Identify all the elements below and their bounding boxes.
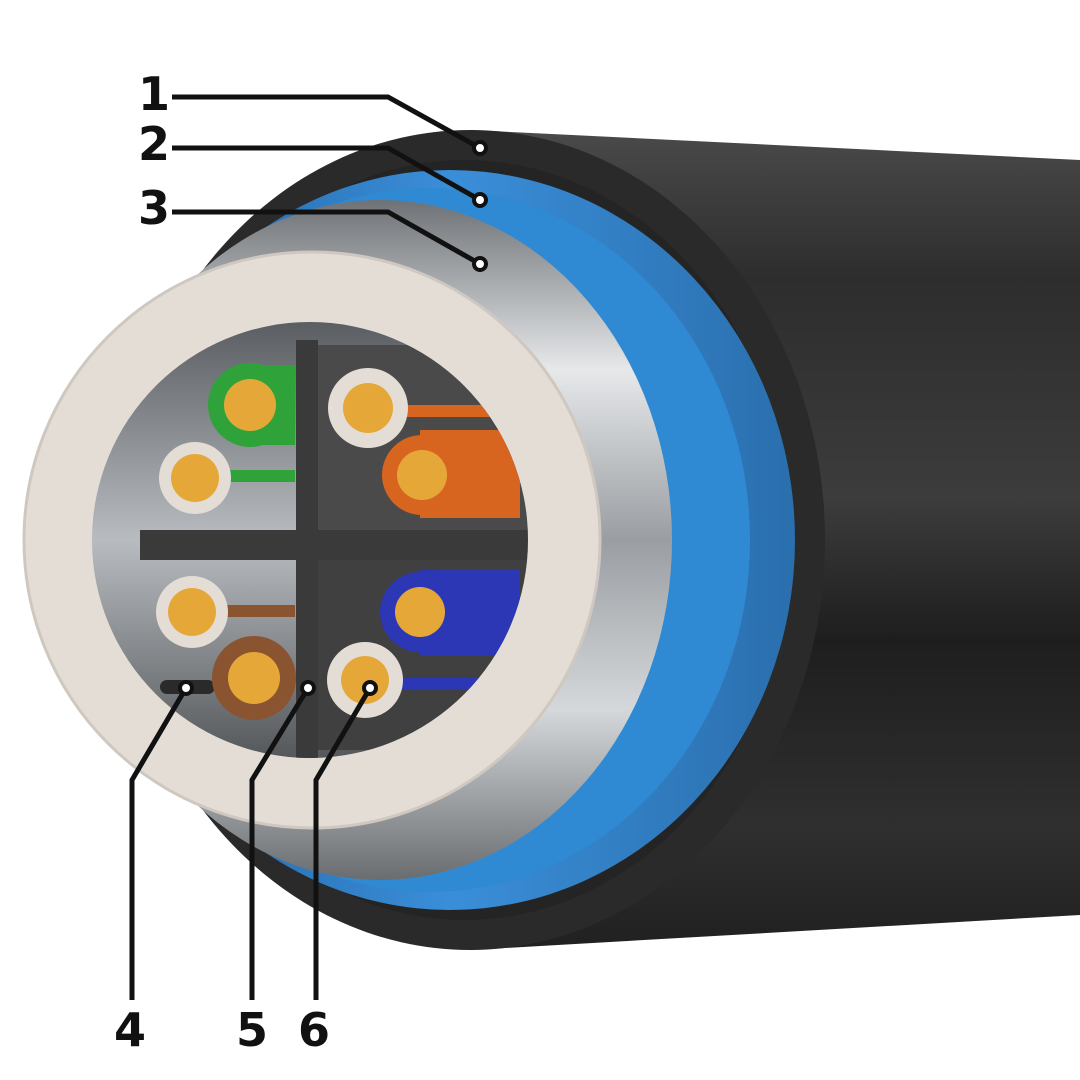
- wire-orange-solid: [382, 435, 462, 515]
- wire-orange-white: [328, 368, 408, 448]
- dot-5: [302, 682, 314, 694]
- callout-label-5: 5: [236, 1003, 268, 1057]
- wire-brown-white: [156, 576, 228, 648]
- wire-blue-white: [327, 642, 403, 718]
- callout-label-3: 3: [138, 181, 170, 235]
- callout-label-4: 4: [114, 1003, 146, 1057]
- callout-label-6: 6: [298, 1003, 330, 1057]
- callout-label-2: 2: [138, 117, 170, 171]
- dot-6: [364, 682, 376, 694]
- dot-1: [474, 142, 486, 154]
- wire-brown-solid: [212, 636, 296, 720]
- wire-green-solid: [208, 363, 292, 447]
- cross-separator-horizontal: [140, 530, 530, 560]
- wire-green-white: [159, 442, 231, 514]
- wire-blue-solid: [380, 572, 460, 652]
- dot-3: [474, 258, 486, 270]
- dot-4: [180, 682, 192, 694]
- callout-label-1: 1: [138, 67, 170, 121]
- dot-2: [474, 194, 486, 206]
- brown-stripe-side: [220, 605, 295, 617]
